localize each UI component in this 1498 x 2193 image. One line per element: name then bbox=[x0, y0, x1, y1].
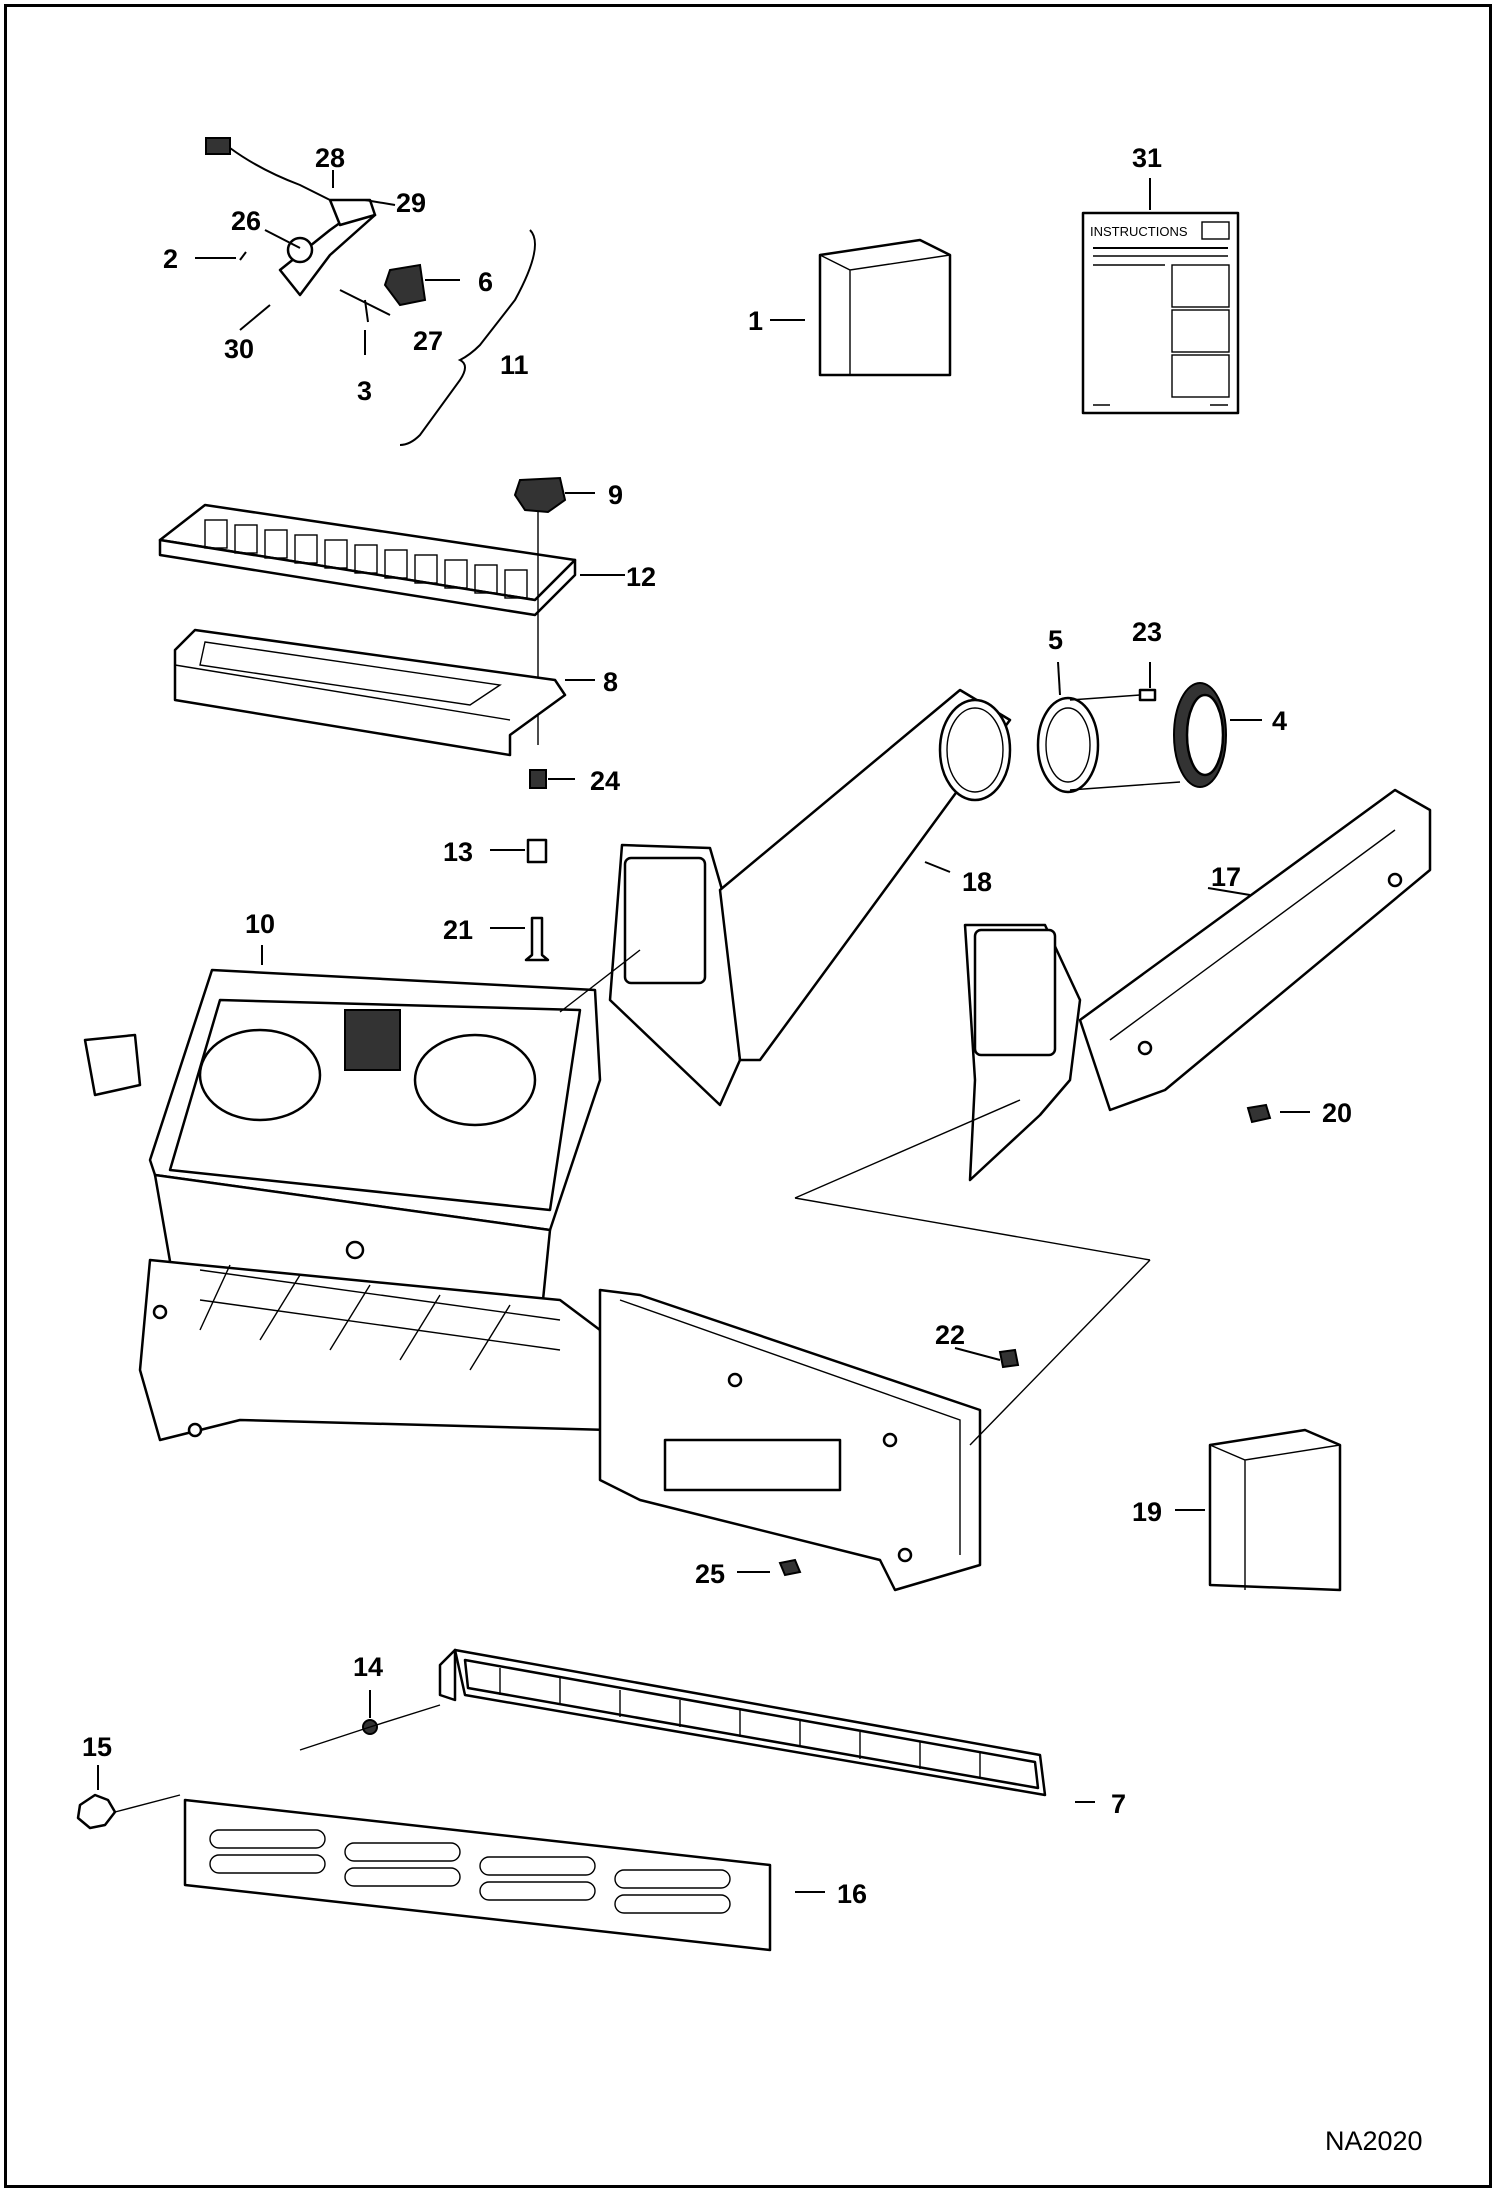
callout-labels: 1 2 3 4 5 6 7 8 9 10 11 12 13 14 15 16 1… bbox=[82, 143, 1352, 1909]
screw-23 bbox=[1138, 688, 1157, 702]
callout-19: 19 bbox=[1132, 1497, 1162, 1527]
callout-1: 1 bbox=[748, 306, 763, 336]
spacer-13 bbox=[526, 838, 548, 864]
blower-housing-10 bbox=[83, 968, 982, 1592]
grille-16 bbox=[183, 1798, 772, 1952]
part-box-19 bbox=[1208, 1428, 1342, 1592]
callout-4: 4 bbox=[1272, 706, 1287, 736]
callout-7: 7 bbox=[1111, 1789, 1126, 1819]
callout-6: 6 bbox=[478, 267, 493, 297]
clip-2 bbox=[239, 251, 247, 261]
callout-8: 8 bbox=[603, 667, 618, 697]
nut-25 bbox=[778, 1558, 802, 1577]
instructions-label: INSTRUCTIONS bbox=[1090, 224, 1188, 239]
callout-22: 22 bbox=[935, 1320, 965, 1350]
wire-connector bbox=[205, 137, 231, 155]
callout-12: 12 bbox=[626, 562, 656, 592]
diagram-code: NA2020 bbox=[1325, 2126, 1423, 2156]
callout-5: 5 bbox=[1048, 625, 1063, 655]
callout-23: 23 bbox=[1132, 617, 1162, 647]
group-bracket-11 bbox=[399, 229, 536, 446]
switch-body bbox=[328, 198, 377, 227]
callout-11: 11 bbox=[500, 350, 529, 380]
filter-7 bbox=[438, 1648, 1047, 1797]
callout-10: 10 bbox=[245, 909, 275, 939]
knob-6 bbox=[383, 263, 427, 307]
nut-24 bbox=[529, 769, 547, 789]
bolt-21 bbox=[524, 916, 550, 962]
callout-14: 14 bbox=[353, 1652, 383, 1682]
callout-2: 2 bbox=[163, 244, 178, 274]
callout-27: 27 bbox=[413, 326, 443, 356]
bolt-22 bbox=[998, 1348, 1020, 1369]
instructions-sheet-31: INSTRUCTIONS bbox=[1081, 211, 1240, 415]
callout-16: 16 bbox=[837, 1879, 867, 1909]
callout-9: 9 bbox=[608, 480, 623, 510]
callout-24: 24 bbox=[590, 766, 620, 796]
callout-21: 21 bbox=[443, 915, 473, 945]
duct-17 bbox=[963, 788, 1432, 1182]
knob-9 bbox=[513, 476, 567, 514]
callout-15: 15 bbox=[82, 1732, 112, 1762]
callout-13: 13 bbox=[443, 837, 473, 867]
leader-lines bbox=[97, 170, 1310, 1893]
callout-17: 17 bbox=[1211, 862, 1241, 892]
duct-18 bbox=[608, 688, 1012, 1107]
callout-25: 25 bbox=[695, 1559, 725, 1589]
drawing-border bbox=[4, 4, 1492, 2188]
callout-20: 20 bbox=[1322, 1098, 1352, 1128]
knob-15 bbox=[76, 1793, 117, 1830]
wire-harness bbox=[229, 147, 331, 201]
callout-31: 31 bbox=[1132, 143, 1162, 173]
callout-26: 26 bbox=[231, 206, 261, 236]
callout-28: 28 bbox=[315, 143, 345, 173]
grille-12 bbox=[158, 503, 577, 617]
part-box-1 bbox=[818, 238, 952, 377]
callout-30: 30 bbox=[224, 334, 254, 364]
callout-3: 3 bbox=[357, 376, 372, 406]
knob-26 bbox=[286, 236, 314, 264]
filter-housing-8 bbox=[173, 628, 567, 757]
ring-5 bbox=[1036, 696, 1100, 794]
callout-29: 29 bbox=[396, 188, 426, 218]
callout-18: 18 bbox=[962, 867, 992, 897]
screw-20 bbox=[1246, 1103, 1272, 1124]
